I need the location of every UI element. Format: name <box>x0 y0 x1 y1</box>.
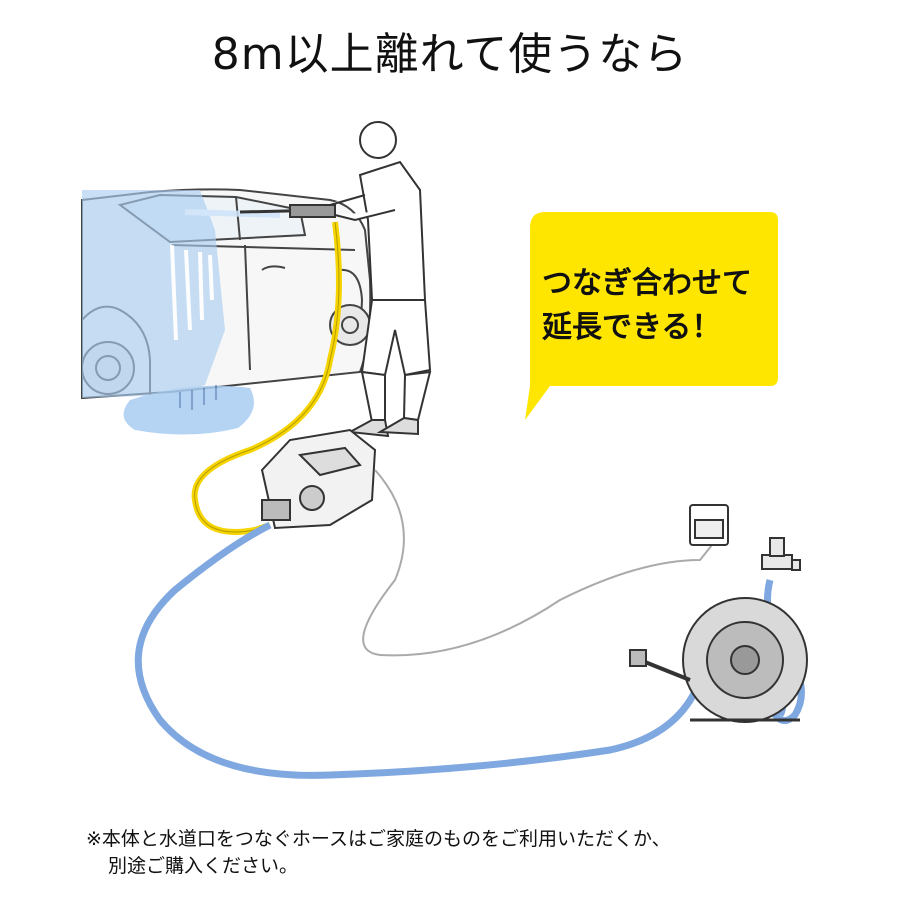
footnote-line-1: ※本体と水道口をつなぐホースはご家庭のものをご利用いただくか、 <box>86 828 671 850</box>
footnote-line-2: 別途ご購入ください。 <box>108 855 299 877</box>
footnote: ※本体と水道口をつなぐホースはご家庭のものをご利用いただくか、 別途ご購入くださ… <box>86 826 886 880</box>
speech-bubble-text: つなぎ合わせて 延長できる！ <box>542 262 772 350</box>
bubble-line-2: 延長できる！ <box>542 310 722 345</box>
spray-gun <box>239 204 336 218</box>
power-cord <box>362 469 713 657</box>
speech-bubble <box>525 212 778 420</box>
water-spray <box>82 190 281 435</box>
water-faucet <box>761 537 801 571</box>
pressure-washer <box>260 428 377 530</box>
page-title: 8m以上離れて使うなら <box>211 29 689 80</box>
person-illustration <box>299 121 432 438</box>
hose-reel <box>629 597 808 723</box>
bubble-line-1: つなぎ合わせて <box>542 266 752 301</box>
wall-outlet <box>689 504 729 546</box>
